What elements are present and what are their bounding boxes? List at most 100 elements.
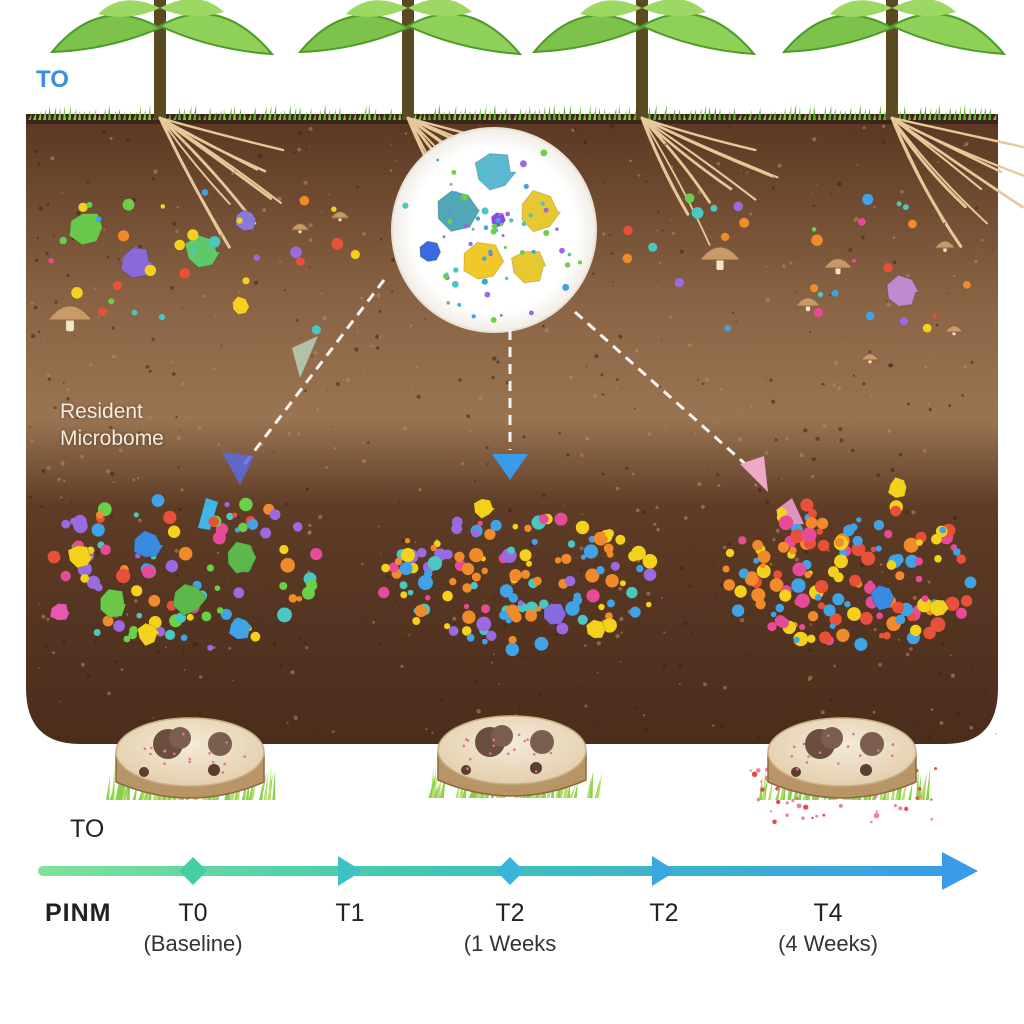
- soil-speck: [174, 549, 179, 553]
- soil-speck: [596, 641, 601, 646]
- microbe-dot: [773, 570, 783, 579]
- soil-speck: [297, 147, 302, 152]
- microbe-dot: [623, 225, 633, 236]
- mushroom-icon: [860, 353, 880, 364]
- microbe-dot: [564, 262, 571, 268]
- soil-speck: [662, 664, 667, 669]
- microbe-dot: [80, 574, 90, 583]
- soil-speck: [47, 377, 51, 381]
- soil-speck: [816, 184, 818, 186]
- grass-blade: [557, 775, 561, 798]
- soil-speck: [740, 633, 743, 636]
- soil-speck: [870, 395, 873, 398]
- microbe-dot: [602, 618, 617, 633]
- soil-speck: [904, 510, 909, 515]
- soil-speck: [416, 394, 421, 399]
- microbe-dot: [180, 634, 188, 641]
- root-strand: [891, 117, 988, 225]
- microbe-dot: [525, 609, 538, 622]
- soil-speck: [86, 673, 91, 678]
- soil-speck: [314, 351, 318, 355]
- soil-speck: [853, 219, 856, 222]
- microbe-dot: [471, 529, 480, 538]
- microbe-dot: [603, 543, 614, 554]
- soil-speck: [391, 290, 394, 293]
- microbe-dot: [460, 193, 468, 201]
- microbe-dot: [916, 539, 923, 546]
- soil-speck: [861, 235, 865, 240]
- soil-speck: [608, 234, 611, 237]
- grass-line: [28, 104, 997, 120]
- soil-speck: [287, 432, 291, 436]
- zoom-microbes: [402, 149, 582, 323]
- grass-blade: [119, 778, 125, 800]
- soil-speck: [739, 617, 745, 623]
- microbe-dot: [577, 614, 588, 625]
- soil-speck: [110, 471, 115, 476]
- microbe-dot: [61, 519, 71, 529]
- soil-speck: [745, 653, 749, 656]
- microbe-dot: [279, 544, 289, 555]
- soil-speck: [820, 710, 825, 715]
- grass-blade: [523, 109, 527, 120]
- soil-speck: [234, 170, 237, 174]
- root-strand: [158, 116, 282, 204]
- soil-speck: [929, 354, 932, 357]
- plant-stem: [154, 0, 166, 120]
- microbe-dot: [934, 555, 942, 563]
- soil-speck: [181, 382, 185, 386]
- soil-speck: [238, 290, 241, 293]
- microbe-dot: [910, 624, 922, 637]
- soil-speck: [304, 389, 307, 393]
- tick-label-4: T4: [813, 899, 843, 927]
- soil-speck: [76, 211, 81, 216]
- grass-blade: [123, 111, 126, 120]
- grass-blade: [109, 783, 116, 800]
- soil-speck: [213, 367, 216, 370]
- microbe-dot: [932, 313, 938, 319]
- soil-speck: [994, 324, 997, 326]
- microbe-dot: [796, 767, 799, 771]
- microbe-icon: [228, 616, 254, 640]
- grass-blade: [443, 110, 446, 120]
- microbe-dot: [179, 268, 191, 279]
- grass-blade: [818, 112, 821, 120]
- soil-speck: [722, 545, 727, 550]
- microbe-icon: [99, 588, 127, 618]
- root-strand: [640, 116, 757, 152]
- soil-speck: [46, 617, 50, 621]
- soil-speck: [862, 126, 866, 130]
- tick-label-0: T0: [178, 899, 208, 927]
- microbe-dot: [934, 767, 938, 771]
- soil-speck: [385, 574, 390, 579]
- grass-blade: [258, 112, 262, 120]
- root-strand: [891, 117, 945, 224]
- grass-blade: [908, 112, 911, 120]
- soil-speck: [408, 634, 411, 636]
- grass-blade: [33, 111, 37, 120]
- soil-speck: [148, 369, 152, 373]
- soil-speck: [491, 375, 495, 380]
- microbe-dot: [803, 804, 809, 810]
- grass-blade: [633, 108, 637, 120]
- microbe-dot: [921, 595, 929, 602]
- soil-speck: [43, 337, 46, 340]
- soil-speck: [105, 469, 111, 474]
- microbe-dot: [843, 524, 855, 537]
- resident-label-line1: Resident: [60, 400, 143, 423]
- microbe-dot: [895, 614, 906, 625]
- soil-speck: [296, 319, 299, 322]
- microbe-dot: [862, 193, 874, 205]
- grass-blade: [455, 781, 460, 798]
- soil-speck: [58, 427, 62, 430]
- soil-speck: [799, 453, 804, 458]
- microbe-dot: [529, 310, 534, 316]
- soil-speck: [798, 705, 800, 707]
- microbe-icon: [419, 240, 442, 262]
- soil-speck: [900, 190, 904, 194]
- soil-speck: [151, 176, 155, 181]
- soil-speck: [653, 522, 657, 526]
- grass-blade: [787, 766, 792, 800]
- soil-speck: [687, 343, 692, 348]
- microbe-dot: [629, 606, 641, 618]
